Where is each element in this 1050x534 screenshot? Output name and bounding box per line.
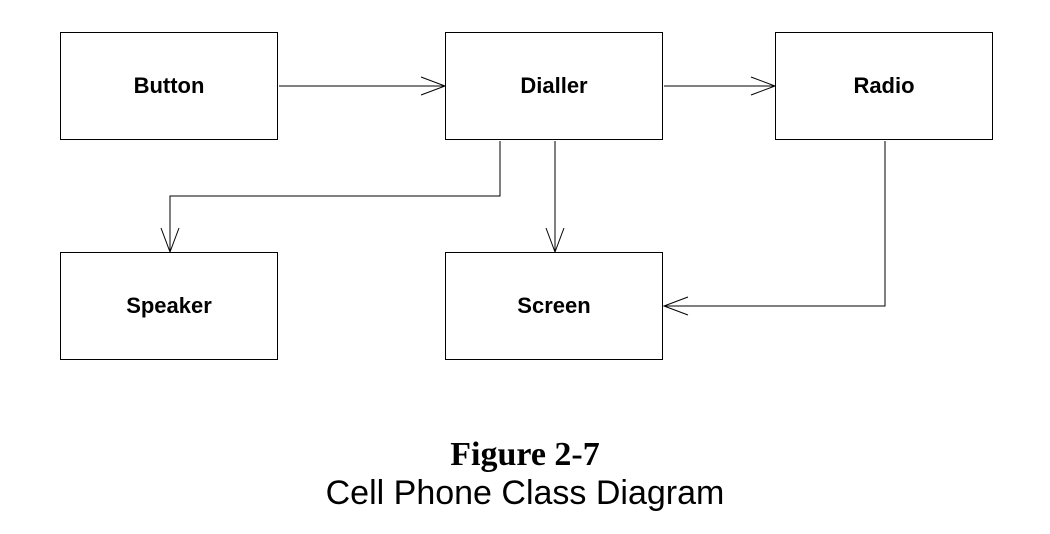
node-screen-label: Screen	[517, 293, 591, 318]
edge-radio-screen	[664, 141, 886, 307]
edge-dialler-speaker	[169, 141, 501, 252]
node-radio-label: Radio	[853, 73, 915, 98]
node-speaker-label: Speaker	[126, 293, 212, 318]
node-screen: Screen	[445, 252, 663, 360]
node-radio: Radio	[775, 32, 993, 140]
node-dialler: Dialler	[445, 32, 663, 140]
figure-number: Figure 2-7	[450, 436, 600, 473]
node-button: Button	[60, 32, 278, 140]
node-dialler-label: Dialler	[520, 73, 588, 98]
node-button-label: Button	[133, 73, 205, 98]
arrowhead-radio-screen	[662, 296, 689, 316]
node-speaker: Speaker	[60, 252, 278, 360]
figure-title: Cell Phone Class Diagram	[325, 474, 725, 512]
